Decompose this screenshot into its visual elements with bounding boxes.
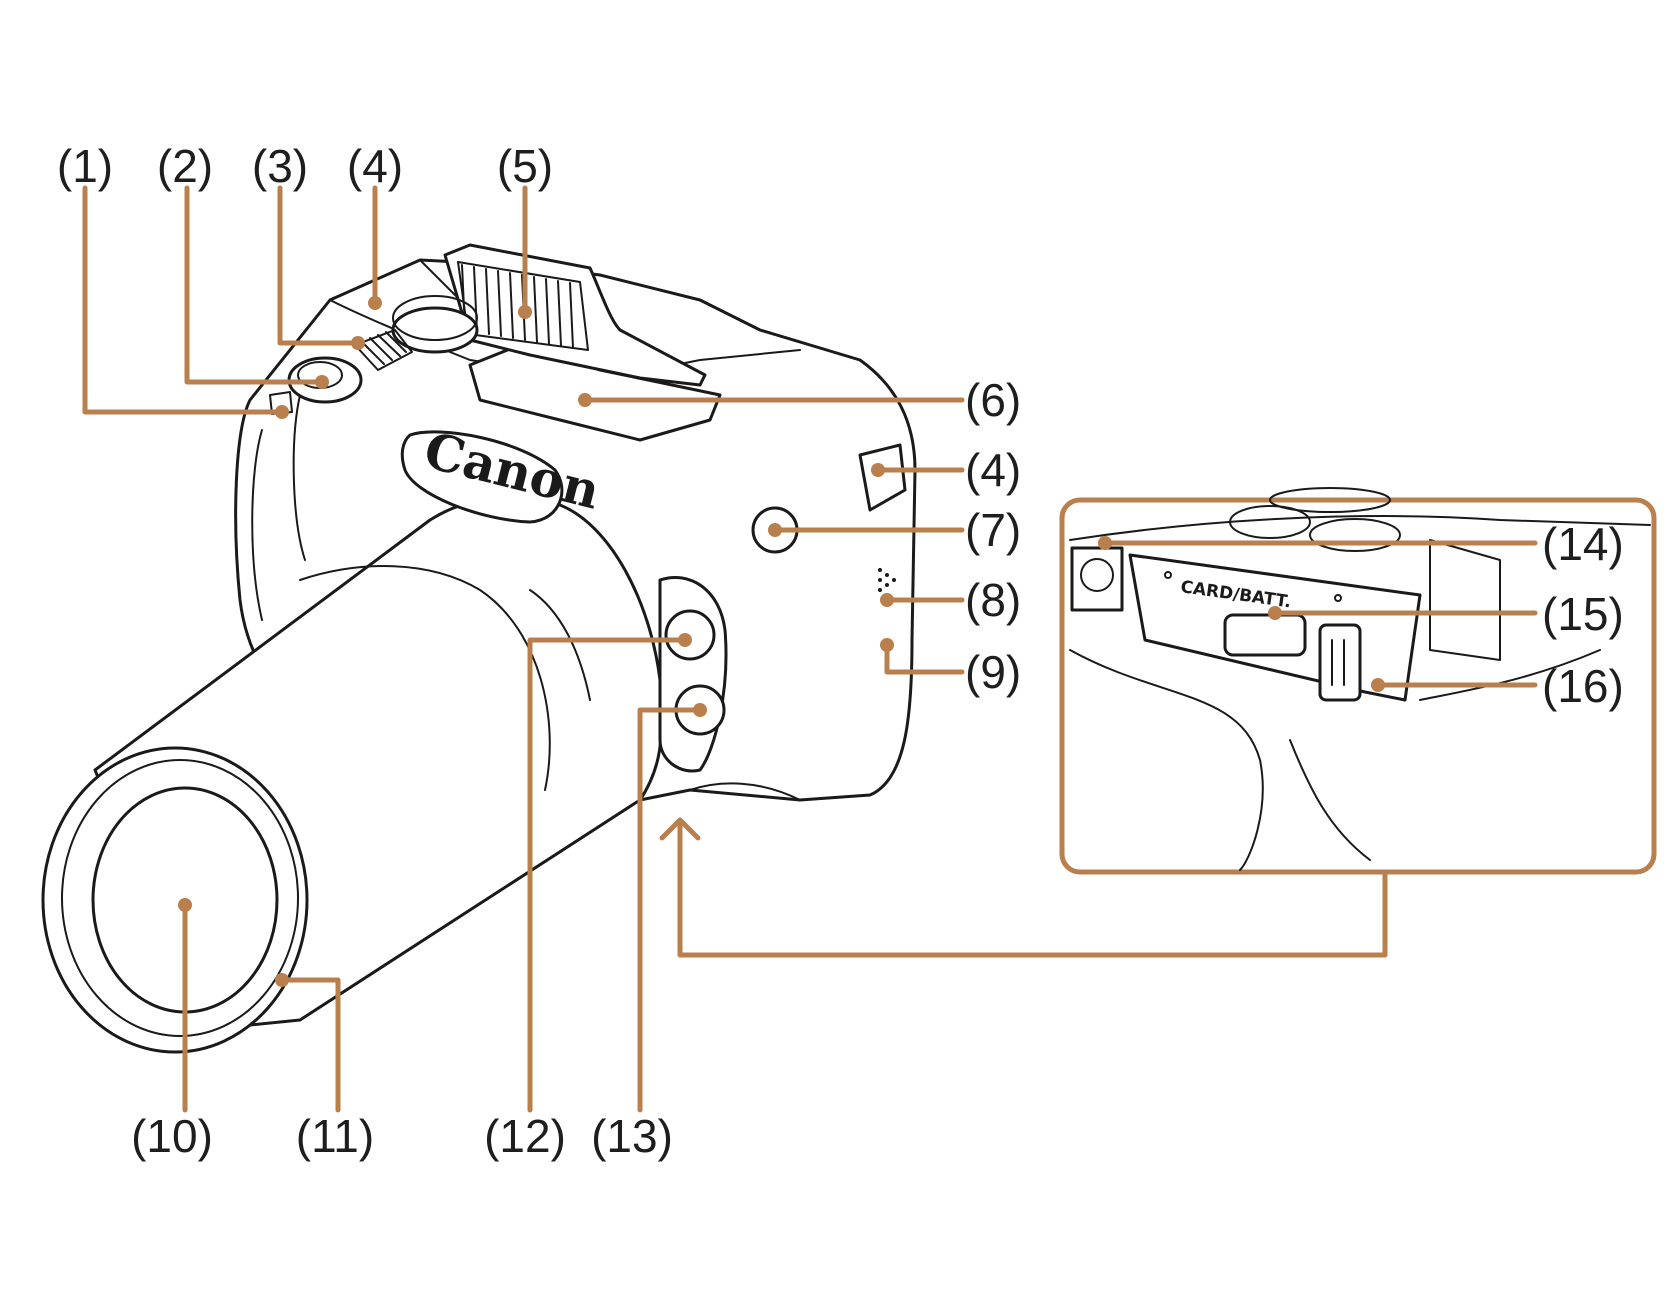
- leader-13: [637, 707, 703, 1113]
- leader-dots: [178, 296, 1385, 987]
- callout-4-top: (4): [347, 140, 403, 192]
- lens-ring-line: [299, 565, 591, 791]
- speaker-holes: [878, 568, 896, 592]
- leader-3: [277, 185, 361, 346]
- callout-15: (15): [1542, 588, 1624, 640]
- callout-7: (7): [965, 504, 1021, 556]
- inset-illustration: CARD/BATT.: [1069, 487, 1651, 871]
- bottom-view-inset: CARD/BATT.: [1059, 487, 1657, 875]
- callout-16: (16): [1542, 660, 1624, 712]
- leader-9: [884, 642, 965, 675]
- callout-5: (5): [497, 140, 553, 192]
- mode-dial: [391, 306, 479, 354]
- callout-9: (9): [965, 646, 1021, 698]
- leader-11: [279, 977, 341, 1113]
- leader-lines: [82, 185, 1538, 1113]
- strap-mount-right: [858, 443, 907, 512]
- inset-frame: [1059, 497, 1657, 875]
- callout-2: (2): [157, 140, 213, 192]
- brand-plate: [400, 430, 564, 524]
- callout-14: (14): [1542, 518, 1624, 570]
- callout-11: (11): [296, 1110, 374, 1162]
- lens-front-outer: [41, 746, 309, 1054]
- callout-13: (13): [591, 1110, 673, 1162]
- callout-8: (8): [965, 574, 1021, 626]
- leader-2: [184, 185, 325, 385]
- callout-6: (6): [965, 374, 1021, 426]
- leader-1: [82, 185, 285, 415]
- inset-pointer-arrowhead: [659, 817, 701, 841]
- callout-3: (3): [252, 140, 308, 192]
- callout-1: (1): [57, 140, 113, 192]
- leader-12: [527, 637, 688, 1113]
- lens-front-ring: [61, 759, 299, 1037]
- framing-assist-seek-button: [664, 609, 716, 661]
- tripod-socket: [1070, 546, 1124, 612]
- callout-10: (10): [131, 1110, 213, 1162]
- grip-line: [251, 394, 306, 621]
- callout-labels: (1) (2) (3) (4) (5) (6) (4) (7) (8) (9) …: [57, 140, 1624, 1162]
- camera-illustration: Canon: [41, 243, 917, 1054]
- zoom-lever: [354, 329, 413, 371]
- callout-12: (12): [484, 1110, 566, 1162]
- callout-4-right: (4): [965, 444, 1021, 496]
- inset-pointer: [677, 819, 1388, 958]
- battery-latch: [1223, 613, 1307, 657]
- dc-coupler-cover: [1318, 623, 1362, 702]
